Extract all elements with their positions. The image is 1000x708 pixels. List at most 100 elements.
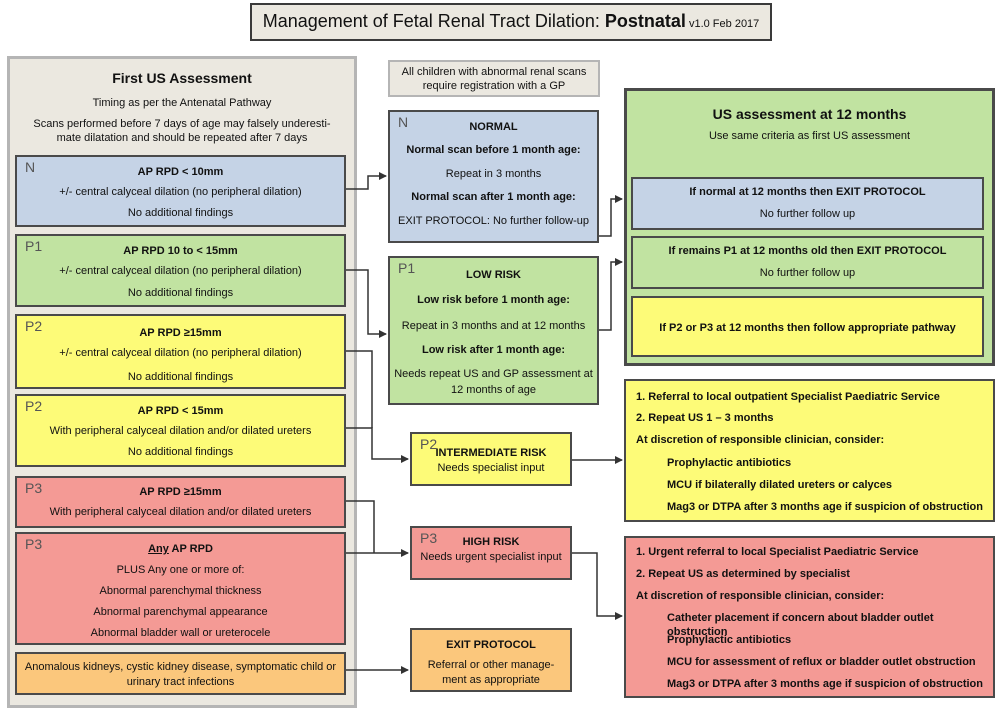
scan-note-line1: Scans performed before 7 days of age may…	[33, 118, 331, 130]
outcome-heading: If P2 or P3 at 12 months then follow app…	[659, 322, 956, 334]
category-other-box: Anomalous kidneys, cystic kidney disease…	[15, 652, 346, 695]
arrow-n-to-normal	[346, 172, 387, 190]
title-bold-text: Postnatal	[604, 11, 686, 31]
category-text: Abnormal bladder wall or ureterocele	[90, 627, 271, 639]
exit-protocol-box: EXIT PROTOCOL Referral or other manage- …	[410, 628, 572, 692]
arrow-p1-to-low-risk	[346, 269, 387, 338]
title-text: Management of Fetal Renal Tract Dilation…	[262, 11, 605, 31]
outcome-text: No further follow up	[759, 267, 856, 279]
category-p2b-box: P2 AP RPD < 15mm With peripheral calycea…	[15, 394, 346, 467]
arrow-low-risk-to-twelve-month	[599, 258, 623, 331]
category-tag: N	[25, 159, 36, 175]
arrow-p2-to-intermediate	[346, 427, 409, 463]
plan-option: Prophylactic antibiotics	[667, 634, 792, 646]
category-text: +/- central calyceal dilation (no periph…	[59, 347, 302, 359]
category-heading: AP RPD < 10mm	[137, 166, 224, 178]
arrow-normal-to-twelve-month	[599, 195, 623, 237]
plan-item: 1. Referral to local outpatient Speciali…	[636, 391, 940, 403]
outcome-heading: Normal scan after 1 month age:	[411, 191, 576, 203]
outcome-heading: Normal scan before 1 month age:	[406, 144, 581, 156]
outcome-tag: P3	[420, 530, 438, 546]
category-text: No additional findings	[127, 207, 234, 219]
arrow-p2a-connector	[346, 350, 373, 428]
outcome-heading: If normal at 12 months then EXIT PROTOCO…	[689, 186, 926, 198]
plan-option: Catheter placement if concern about blad…	[667, 612, 934, 638]
category-p3b-box: P3 Any AP RPD PLUS Any one or more of: A…	[15, 532, 346, 645]
first-us-assessment-title: First US Assessment	[112, 70, 252, 86]
category-text: urinary tract infections	[126, 676, 235, 688]
outcome-tag: P2	[420, 436, 438, 452]
outcome-tag: P1	[398, 260, 416, 276]
high-risk-box: P3 HIGH RISK Needs urgent specialist inp…	[410, 526, 572, 580]
category-text: With peripheral calyceal dilation and/or…	[49, 506, 312, 518]
category-tag: P2	[25, 398, 43, 414]
outcome-text: Needs repeat US and GP assessment at	[394, 368, 593, 380]
category-text: +/- central calyceal dilation (no periph…	[59, 265, 302, 277]
category-text: +/- central calyceal dilation (no periph…	[59, 186, 302, 198]
gp-note-line2: require registration with a GP	[422, 80, 566, 92]
scan-note-line2: mate dilatation and should be repeated a…	[56, 132, 308, 144]
twelve-month-normal-box: If normal at 12 months then EXIT PROTOCO…	[631, 177, 984, 230]
outcome-title: HIGH RISK	[462, 536, 520, 548]
any-label: Any	[148, 543, 169, 555]
outcome-title: EXIT PROTOCOL	[446, 639, 536, 651]
plan-option: Mag3 or DTPA after 3 months age if suspi…	[667, 501, 983, 513]
outcome-heading: Low risk after 1 month age:	[421, 344, 566, 356]
category-text: With peripheral calyceal dilation and/or…	[49, 425, 312, 437]
gp-note-line1: All children with abnormal renal scans	[401, 66, 587, 78]
category-text: Abnormal parenchymal thickness	[99, 585, 262, 597]
plan-item: 2. Repeat US 1 – 3 months	[636, 412, 774, 424]
category-tag: P3	[25, 536, 43, 552]
plan-option: MCU for assessment of reflux or bladder …	[667, 656, 976, 668]
page-title: Management of Fetal Renal Tract Dilation…	[250, 3, 772, 41]
outcome-text: ment as appropriate	[442, 674, 540, 686]
category-p2a-box: P2 AP RPD ≥15mm +/- central calyceal dil…	[15, 314, 346, 389]
category-text: Abnormal parenchymal appearance	[93, 606, 268, 618]
plan-item: 1. Urgent referral to local Specialist P…	[636, 546, 919, 558]
category-n-box: N AP RPD < 10mm +/- central calyceal dil…	[15, 155, 346, 227]
category-text: No additional findings	[127, 446, 234, 458]
outcome-text: Needs urgent specialist input	[420, 551, 562, 563]
outcome-text: Referral or other manage-	[427, 659, 555, 671]
outcome-text: 12 months of age	[450, 384, 536, 396]
low-risk-outcome-box: P1 LOW RISK Low risk before 1 month age:…	[388, 256, 599, 405]
plan-option: MCU if bilaterally dilated ureters or ca…	[667, 479, 892, 491]
outcome-heading: If remains P1 at 12 months old then EXIT…	[668, 245, 947, 257]
twelve-month-title: US assessment at 12 months	[712, 106, 907, 122]
outcome-title: INTERMEDIATE RISK	[435, 447, 547, 459]
twelve-month-subtitle: Use same criteria as first US assessment	[708, 130, 911, 142]
timing-note: Timing as per the Antenatal Pathway	[92, 97, 272, 109]
category-heading: AP RPD < 15mm	[137, 405, 224, 417]
version-label: v1.0 Feb 2017	[685, 18, 760, 30]
outcome-text: Needs specialist input	[437, 462, 545, 474]
category-text: Anomalous kidneys, cystic kidney disease…	[24, 661, 337, 673]
plan-item: 2. Repeat US as determined by specialist	[636, 568, 850, 580]
category-tag: P2	[25, 318, 43, 334]
twelve-month-p1-box: If remains P1 at 12 months old then EXIT…	[631, 236, 984, 289]
ap-rpd-label: AP RPD	[168, 543, 213, 555]
plan-discretion: At discretion of responsible clinician, …	[636, 434, 885, 446]
outcome-title: NORMAL	[469, 121, 518, 133]
outcome-tag: N	[398, 114, 409, 130]
intermediate-plan-box: 1. Referral to local outpatient Speciali…	[624, 379, 995, 522]
category-tag: P1	[25, 238, 43, 254]
plan-option: Prophylactic antibiotics	[667, 457, 792, 469]
category-heading: Any AP RPD	[17, 542, 344, 556]
category-text: No additional findings	[127, 371, 234, 383]
category-tag: P3	[25, 480, 43, 496]
normal-outcome-box: N NORMAL Normal scan before 1 month age:…	[388, 110, 599, 243]
twelve-month-p2p3-box: If P2 or P3 at 12 months then follow app…	[631, 296, 984, 357]
plan-option: Mag3 or DTPA after 3 months age if suspi…	[667, 678, 983, 690]
category-heading: AP RPD 10 to < 15mm	[123, 245, 238, 257]
outcome-text: Repeat in 3 months and at 12 months	[401, 320, 586, 332]
outcome-heading: Low risk before 1 month age:	[417, 294, 570, 306]
category-heading: AP RPD ≥15mm	[139, 327, 222, 339]
gp-registration-note: All children with abnormal renal scans r…	[388, 60, 600, 97]
category-heading: AP RPD ≥15mm	[139, 486, 222, 498]
category-p3a-box: P3 AP RPD ≥15mm With peripheral calyceal…	[15, 476, 346, 528]
outcome-text: Repeat in 3 months	[445, 168, 542, 180]
outcome-text: No further follow up	[759, 208, 856, 220]
outcome-title: LOW RISK	[466, 269, 521, 281]
category-text: PLUS Any one or more of:	[116, 564, 245, 576]
